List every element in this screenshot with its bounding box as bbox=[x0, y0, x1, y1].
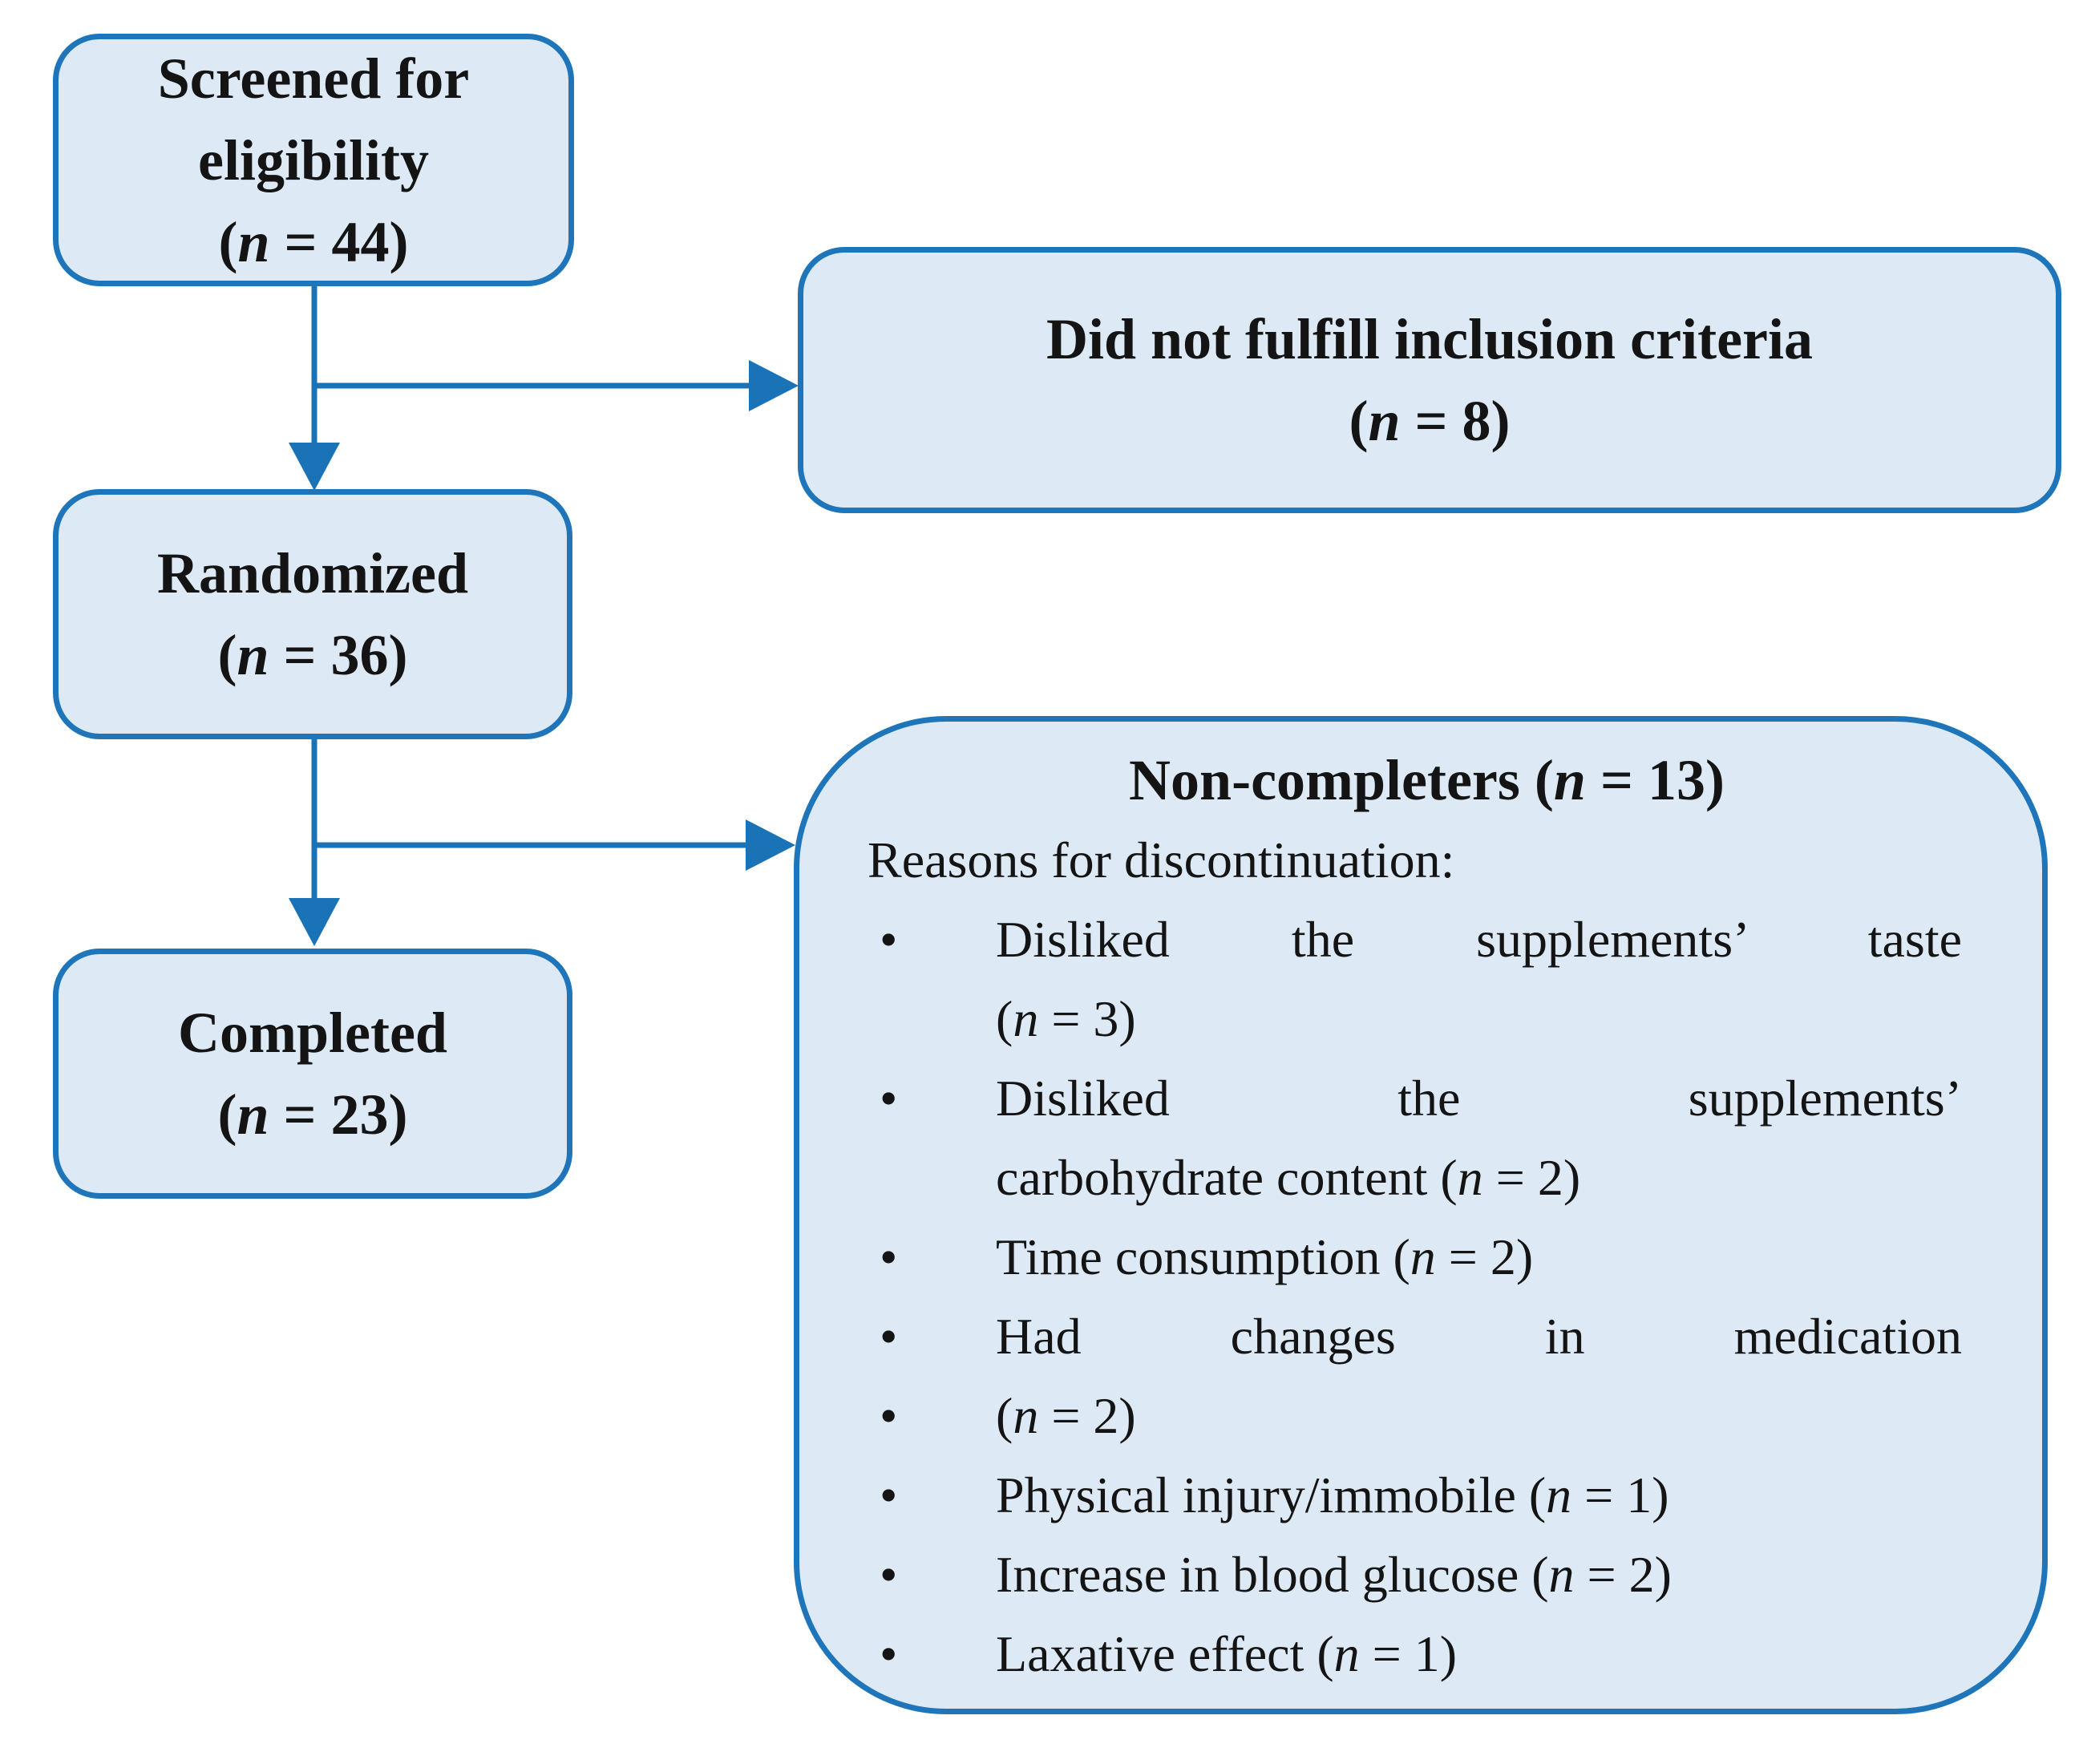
arrowhead-to-randomized bbox=[289, 443, 340, 491]
reason-text: Disliked the supplements’ taste bbox=[996, 911, 1962, 968]
reason-item: • Time consumption (n = 2) bbox=[868, 1217, 1986, 1297]
reason-text: carbohydrate content (n = 2) bbox=[996, 1149, 1581, 1206]
reason-text: Had changes in medication bbox=[996, 1308, 1962, 1365]
node-n-count: (n = 8) bbox=[1349, 389, 1511, 453]
reason-text: (n = 2) bbox=[996, 1387, 1136, 1444]
reason-text: Disliked the supplements’ bbox=[996, 1070, 1962, 1127]
reason-item: • Increase in blood glucose (n = 2) bbox=[868, 1535, 1986, 1614]
node-noncompleters: Non-completers (n = 13) Reasons for disc… bbox=[794, 716, 2048, 1714]
reason-text: Laxative effect (n = 1) bbox=[996, 1625, 1458, 1682]
reason-text: Time consumption (n = 2) bbox=[996, 1228, 1534, 1285]
node-completed: Completed (n = 23) bbox=[53, 949, 572, 1199]
reason-item: • Laxative effect (n = 1) bbox=[868, 1614, 1986, 1693]
reason-item: • Disliked the supplements’ carbohydrate… bbox=[868, 1058, 1986, 1217]
arrowhead-to-noncompleters bbox=[746, 819, 795, 871]
bullet-icon: • bbox=[880, 1070, 898, 1127]
noncompleters-subtitle: Reasons for discontinuation: bbox=[868, 831, 1455, 888]
noncompleters-title: Non-completers (n = 13) bbox=[1129, 748, 1725, 812]
node-screened-for-eligibility: Screened for eligibility (n = 44) bbox=[53, 34, 574, 286]
node-label: Randomized bbox=[156, 541, 469, 605]
bullet-icon: • bbox=[880, 1228, 898, 1285]
node-label: Did not fulfill inclusion criteria bbox=[1046, 307, 1813, 371]
reason-item: • Physical injury/immobile (n = 1) bbox=[868, 1455, 1986, 1535]
node-n-count: (n = 44) bbox=[218, 209, 409, 274]
bullet-icon: • bbox=[880, 1467, 898, 1523]
arrowhead-to-completed bbox=[289, 898, 340, 946]
node-randomized: Randomized (n = 36) bbox=[53, 489, 572, 739]
bullet-icon: • bbox=[880, 1387, 898, 1444]
node-n-count: (n = 23) bbox=[217, 1082, 408, 1147]
node-label: Completed bbox=[178, 1001, 447, 1065]
bullet-icon: • bbox=[880, 911, 898, 968]
node-n-count: (n = 36) bbox=[217, 623, 408, 687]
node-label: Screened for bbox=[157, 46, 470, 111]
reason-text: (n = 3) bbox=[996, 990, 1136, 1047]
bullet-icon: • bbox=[880, 1546, 898, 1603]
bullet-icon: • bbox=[880, 1308, 898, 1365]
reason-text: Increase in blood glucose (n = 2) bbox=[996, 1546, 1672, 1603]
reason-item: • (n = 2) bbox=[868, 1376, 1986, 1455]
reason-item: • Had changes in medication bbox=[868, 1297, 1986, 1376]
reason-text: Physical injury/immobile (n = 1) bbox=[996, 1467, 1669, 1523]
node-did-not-fulfill-criteria: Did not fulfill inclusion criteria (n = … bbox=[798, 247, 2061, 513]
node-label: eligibility bbox=[198, 127, 429, 192]
bullet-icon: • bbox=[880, 1625, 898, 1682]
reason-item: • Disliked the supplements’ taste (n = 3… bbox=[868, 900, 1986, 1058]
arrowhead-to-not-included bbox=[749, 360, 799, 411]
